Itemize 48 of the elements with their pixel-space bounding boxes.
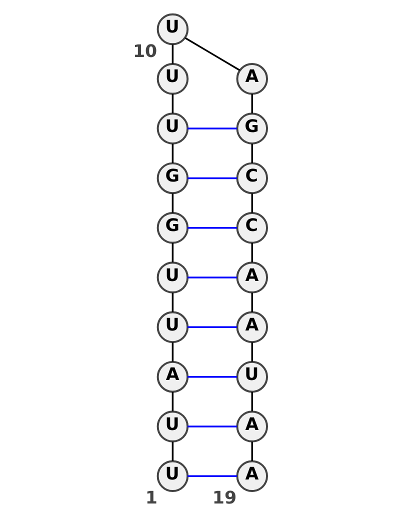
connector [188, 376, 237, 378]
connector [251, 292, 253, 312]
connector [188, 426, 237, 428]
connector [172, 94, 174, 114]
node-circle: G [236, 112, 268, 144]
connector [172, 193, 174, 213]
connector [251, 144, 253, 164]
connector [188, 128, 237, 130]
connector [251, 442, 253, 461]
node-circle: U [156, 460, 189, 492]
connector [251, 94, 253, 114]
node-circle: A [236, 410, 268, 442]
node-circle: U [156, 262, 189, 294]
node-circle: A [236, 262, 268, 294]
node-circle: G [156, 212, 189, 244]
connector [188, 475, 237, 477]
connector [188, 276, 237, 278]
node-circle: U [156, 410, 189, 442]
node-circle: A [236, 460, 268, 492]
node-label: 10 [132, 42, 158, 62]
node-circle: G [156, 162, 189, 194]
node-circle: U [156, 13, 189, 46]
connector [251, 193, 253, 213]
connector [188, 227, 237, 229]
node-circle: C [236, 212, 268, 244]
node-circle: U [236, 360, 268, 393]
node-circle: A [156, 360, 189, 393]
node-label: 19 [212, 488, 237, 509]
connector [172, 44, 174, 64]
node-label: 1 [145, 488, 158, 509]
connector [172, 292, 174, 312]
node-circle: A [236, 311, 268, 344]
connector [184, 37, 240, 72]
connector [172, 342, 174, 362]
connector [188, 326, 237, 328]
node-circle: U [156, 63, 189, 95]
connector [188, 177, 237, 180]
connector [251, 342, 253, 362]
connector [172, 442, 174, 461]
node-circle: U [156, 311, 189, 344]
node-circle: U [156, 112, 189, 144]
connector [172, 392, 174, 412]
node-circle: C [236, 162, 268, 194]
node-circle: A [236, 63, 268, 95]
connector [251, 392, 253, 412]
connector [251, 243, 253, 262]
connector [172, 243, 174, 262]
connector [172, 144, 174, 164]
